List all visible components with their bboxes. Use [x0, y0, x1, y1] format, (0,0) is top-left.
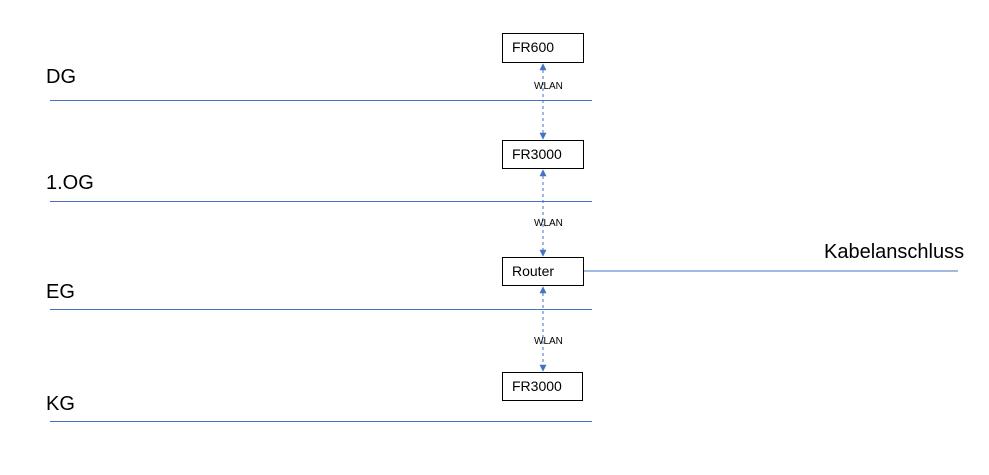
cable-connection-label: Kabelanschluss: [824, 241, 965, 263]
device-fr600: FR600: [502, 33, 584, 63]
floor-label-dg: DG: [46, 66, 76, 88]
wlan-label-1og-eg: WLAN: [534, 218, 563, 229]
floor-line-eg: [50, 309, 592, 310]
floor-label-eg: EG: [46, 281, 75, 303]
device-router: Router: [502, 257, 584, 286]
device-fr3000-1og: FR3000: [502, 140, 584, 169]
floor-label-1og: 1.OG: [46, 172, 94, 194]
floor-line-1og: [50, 201, 592, 202]
wlan-label-eg-kg: WLAN: [534, 336, 563, 347]
floor-line-dg: [50, 100, 592, 101]
device-fr3000-kg: FR3000: [502, 372, 583, 401]
wlan-label-dg-1og: WLAN: [534, 81, 563, 92]
floor-line-kg: [50, 421, 592, 422]
floor-label-kg: KG: [46, 393, 75, 415]
